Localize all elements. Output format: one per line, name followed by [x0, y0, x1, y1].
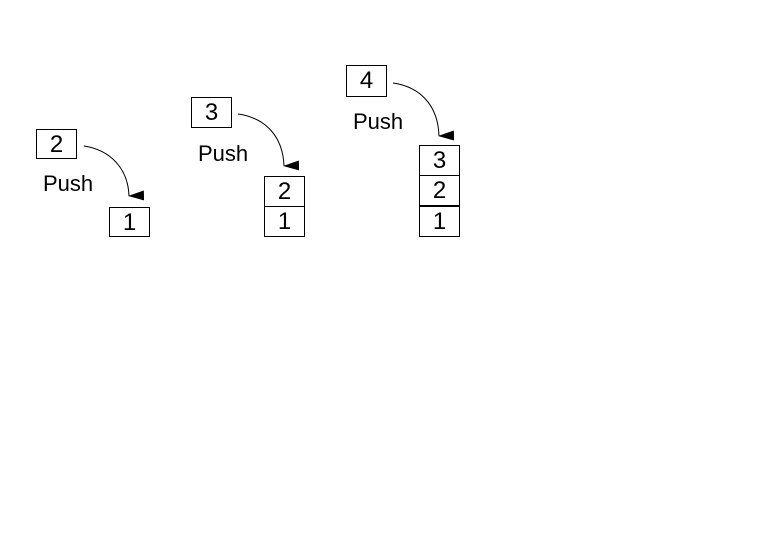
push-arrow-2: [237, 113, 300, 171]
incoming-item-box: 2: [36, 129, 77, 159]
push-label: Push: [353, 109, 404, 134]
stack-item-box: 2: [264, 176, 305, 207]
stack-item-box: 3: [419, 145, 460, 176]
stack-item-box: 1: [109, 207, 150, 237]
stack-item-box: 2: [419, 175, 460, 206]
push-arrow-1: [83, 145, 145, 201]
incoming-item-box: 4: [346, 65, 387, 97]
incoming-item-box: 3: [191, 97, 232, 128]
push-label: Push: [43, 171, 94, 196]
push-label: Push: [198, 141, 249, 166]
stack-item-box: 1: [419, 206, 460, 237]
push-arrow-3: [392, 82, 455, 141]
stack-item-box: 1: [264, 206, 305, 237]
